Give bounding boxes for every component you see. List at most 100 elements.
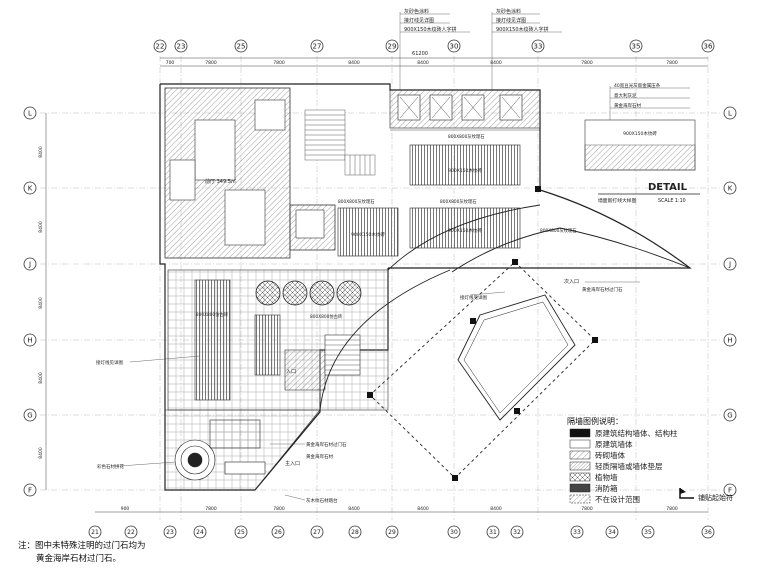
back-of-house-area: 前厅 349.5㎡ [164, 87, 376, 259]
top-column-dims: 700 7800 7800 8400 8400 8400 7800 7800 [166, 60, 678, 66]
top-label: 灰砂色涂料 [496, 8, 521, 15]
entrance-label: 入口 [286, 369, 296, 375]
grid-bubble: 27 [313, 529, 321, 536]
callout: 接灯线见详图 [460, 294, 487, 301]
detail-subtitle: 墙面嵌打线大样图 [598, 197, 637, 204]
legend-item: 原建筑结构墙体、结构柱 [595, 428, 678, 438]
row-dim: 8400 [38, 146, 44, 158]
atrium-void [457, 294, 576, 421]
detail-tile-label: 900X150木纹砖 [623, 130, 657, 137]
grid-bubble: 26 [274, 529, 282, 536]
grid-bubble-F: F [28, 487, 32, 495]
grid-bubble-22: 22 [156, 43, 165, 51]
entrance-wedge [164, 409, 321, 491]
elevator-bank [389, 89, 541, 131]
col-dim: 8400 [417, 60, 429, 66]
grid-bubble: 31 [489, 529, 497, 536]
left-grid-bubbles: L K J H G F [23, 106, 37, 497]
callout: 黄金海岸石材过门石 [582, 286, 623, 293]
grid-bubble: 30 [450, 529, 458, 536]
callouts: 接灯线见详图 接灯线见详图 彩色石材拼花 黄金海岸石材过门石 黄金海岸石材 灰木… [96, 281, 640, 504]
grid-bubble: 24 [196, 529, 204, 536]
floor-label: 800X800灰纹理石 [440, 198, 477, 205]
grid-bubble-30: 30 [450, 43, 459, 51]
note-line-2: 黄金海岸石材过门石。 [36, 553, 121, 564]
grid-bubble-27: 27 [313, 43, 322, 51]
right-grid-bubbles: L K J H G F [723, 106, 737, 497]
legend-item: 原建筑墙体 [595, 439, 633, 449]
top-label: 900X150木纹砖人字拼 [496, 26, 549, 33]
overall-dimension: 61200 [412, 51, 428, 57]
col-dim: 900 [121, 506, 130, 512]
top-label: 900X150木纹砖人字拼 [404, 26, 457, 33]
legend-title: 隔墙图例说明： [567, 416, 623, 426]
top-dimension-line [160, 57, 708, 67]
legend: 隔墙图例说明： 原建筑结构墙体、结构柱 原建筑墙体 砖砌墙体 轻质隔墙或墙体垫层… [567, 416, 733, 504]
stone-labels: 800X800灰纹理石 800X800灰纹理石 800X800灰纹理石 800X… [338, 133, 577, 234]
grid-bubble-35: 35 [632, 43, 641, 51]
floor-label: 900X150木纹砖 [351, 231, 385, 238]
callout: 黄金海岸石材 [306, 453, 333, 460]
legend-item: 不在设计范围 [595, 494, 640, 504]
start-symbol-label: 铺贴起始符 [698, 493, 733, 502]
row-dim: 8400 [38, 297, 44, 309]
main-entrance-label: 主入口 [285, 460, 300, 467]
callout: 灰木纹石材踏台 [306, 497, 338, 504]
grid-bubble: 34 [608, 529, 616, 536]
second-entrance-label: 次入口 [564, 278, 579, 285]
detail-scale: SCALE 1:10 [658, 198, 686, 204]
grid-bubble: 23 [166, 529, 174, 536]
columns [367, 186, 598, 481]
detail-note: 40宽豆光灰嵌金属压条 [614, 82, 661, 89]
col-dim: 8400 [417, 506, 429, 512]
row-dim: 8400 [38, 447, 44, 459]
drawing-note: 注：图中未特殊注明的过门石均为 黄金海岸石材过门石。 [18, 540, 146, 564]
col-dim: 700 [166, 60, 175, 66]
grid-bubble-F-right: F [728, 487, 732, 495]
floor-label: 900X150木纹砖 [448, 167, 482, 174]
lobby-label: 前厅 349.5㎡ [205, 178, 236, 185]
grid-bubble: 36 [704, 529, 712, 536]
grid-bubble: 28 [351, 529, 359, 536]
grid-bubble-G-right: G [727, 412, 732, 420]
grid-bubble-G: G [27, 412, 32, 420]
bottom-column-dims: 900 7800 7800 8400 8400 8400 7800 7800 [121, 506, 678, 512]
legend-item: 轻质隔墙或墙体垫层 [595, 461, 663, 471]
top-label: 接灯线见详图 [496, 17, 526, 24]
floor-label: 800X800仿古砖 [310, 313, 343, 320]
grid-bubble: 33 [573, 529, 581, 536]
detail-title: DETAIL [648, 182, 688, 193]
col-dim: 7800 [273, 60, 285, 66]
grid-bubble: 29 [388, 529, 396, 536]
grid-bubble-J-right: J [728, 261, 731, 269]
col-dim: 8400 [490, 506, 502, 512]
bottom-grid-bubbles: 21 22 23 24 25 26 27 28 29 30 31 32 33 3… [88, 525, 715, 539]
floor-label: 900X150木纹砖 [448, 227, 482, 234]
row-dim: 8400 [38, 221, 44, 233]
col-dim: 8400 [490, 60, 502, 66]
legend-item: 砖砌墙体 [595, 450, 625, 460]
col-dim: 7800 [666, 60, 678, 66]
round-planters [255, 280, 362, 306]
callout: 彩色石材拼花 [97, 463, 124, 470]
floor-label: 800X800仿古砖 [196, 311, 229, 318]
dashed-zone [369, 261, 596, 479]
callout: 接灯线见详图 [96, 359, 123, 366]
top-grid-bubbles: 22 23 25 27 29 30 33 35 36 [153, 39, 715, 53]
grid-bubble-23: 23 [177, 43, 186, 51]
detail-note: 黄金海岸石材 [614, 102, 641, 109]
grid-bubble-25: 25 [237, 43, 246, 51]
legend-item: 植物墙 [595, 472, 618, 482]
note-line-1: 注：图中未特殊注明的过门石均为 [18, 540, 146, 551]
detail-note: 意大利灰泥 [614, 92, 637, 99]
left-row-dims: 8400 8400 8400 8400 8400 [38, 113, 47, 490]
grid-bubble-H-right: H [727, 337, 732, 345]
col-dim: 7800 [205, 506, 217, 512]
grid-bubble-L-right: L [728, 110, 732, 118]
col-dim: 8400 [348, 506, 360, 512]
grid-bubble-L: L [28, 110, 32, 118]
grid-bubble-J: J [28, 261, 31, 269]
grid-bubble-33: 33 [534, 43, 543, 51]
col-dim: 7800 [666, 506, 678, 512]
